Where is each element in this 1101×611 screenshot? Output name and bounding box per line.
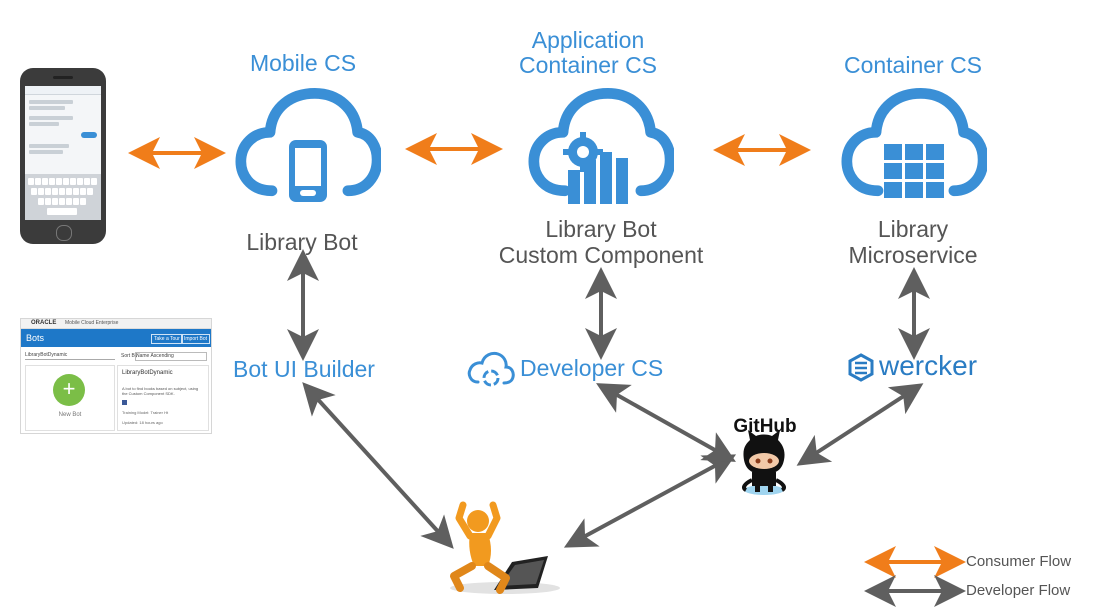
developer-person-icon <box>450 501 560 594</box>
new-bot-label: New Bot <box>58 412 82 418</box>
new-bot-card[interactable]: + New Bot <box>25 365 115 431</box>
custom-component-label-line2: Custom Component <box>498 242 704 268</box>
developer-cs-icon <box>467 351 515 387</box>
dev-arrow-builder-developer <box>302 382 454 549</box>
mobile-cloud-icon <box>241 93 377 202</box>
phone-screenshot <box>20 68 106 244</box>
bot-search-input[interactable]: LibraryBotDynamic <box>25 352 115 360</box>
sort-label: Sort By <box>121 353 138 359</box>
facebook-icon <box>122 400 127 405</box>
microservice-label-line2: Microservice <box>848 242 978 268</box>
mobile-cs-label: Mobile CS <box>249 50 357 76</box>
plus-icon: + <box>53 374 85 406</box>
github-label: GitHub <box>733 416 797 437</box>
product-name: Mobile Cloud Enterprise <box>65 320 119 326</box>
consumer-flow-arrows <box>128 133 811 169</box>
microservice-label-line1: Library <box>877 216 949 242</box>
sort-select[interactable]: Name Ascending <box>135 352 207 361</box>
bot-card[interactable]: LibraryBotDynamic A bot to find books ba… <box>117 365 209 431</box>
wercker-label: wercker <box>879 350 978 381</box>
developer-cs-label: Developer CS <box>520 355 664 381</box>
dev-arrow-developer-github <box>563 454 737 548</box>
bot-card-description: A bot to find books based on subject, us… <box>122 386 199 396</box>
octocat-icon <box>742 430 786 495</box>
dev-arrow-developercs-github <box>596 383 736 462</box>
bot-card-updated: Updated: 18 hours ago <box>122 420 163 425</box>
custom-component-label-line1: Library Bot <box>545 216 657 242</box>
bots-title: Bots <box>26 333 45 343</box>
oracle-brand: ORACLE <box>31 320 57 326</box>
legend-developer-label: Developer Flow <box>966 582 1071 599</box>
container-cloud-icon <box>847 93 983 198</box>
bots-builder-screenshot: ORACLE Mobile Cloud Enterprise Bots Take… <box>20 318 212 434</box>
wercker-icon <box>848 353 874 382</box>
dev-arrow-github-wercker <box>796 383 924 466</box>
import-bot-button[interactable]: Import Bot <box>181 334 211 344</box>
bot-card-title: LibraryBotDynamic <box>122 370 173 376</box>
app-container-label-line2: Container CS <box>518 52 658 78</box>
bot-ui-builder-label: Bot UI Builder <box>233 356 375 382</box>
app-container-label-line1: Application <box>531 27 645 53</box>
developer-flow-arrows <box>287 249 930 549</box>
library-bot-label: Library Bot <box>246 229 358 255</box>
container-cs-label: Container CS <box>843 52 983 78</box>
legend-consumer-label: Consumer Flow <box>966 553 1072 570</box>
app-container-cloud-icon <box>534 93 670 204</box>
bot-card-training: Training Model: Trainer Ht <box>122 410 169 415</box>
take-tour-button[interactable]: Take a Tour <box>151 334 183 344</box>
